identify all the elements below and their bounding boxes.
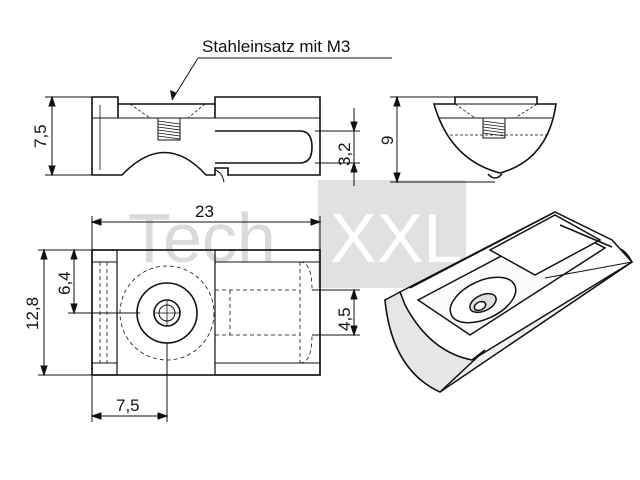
dim-half-width — [68, 248, 140, 315]
watermark-text-tech: Tech — [128, 199, 276, 277]
callout-label: Stahleinsatz mit M3 — [202, 37, 350, 56]
end-view — [432, 96, 557, 179]
top-view — [91, 249, 321, 376]
side-view — [91, 96, 321, 183]
dim-label-slot-height: 3,2 — [335, 142, 354, 166]
dim-label-width: 12,8 — [23, 297, 42, 330]
dim-label-half-width: 6,4 — [55, 271, 74, 295]
dim-label-height-side: 7,5 — [31, 124, 50, 148]
dim-label-slot-width: 4,5 — [335, 307, 354, 331]
dim-label-length: 23 — [195, 202, 214, 221]
watermark-text-xxl: XXL — [330, 199, 462, 277]
dim-slot-height — [315, 108, 360, 186]
dim-height-end — [390, 95, 495, 184]
dim-length — [90, 216, 322, 250]
watermark: Tech XXL — [128, 180, 466, 288]
isometric-view — [384, 211, 634, 393]
dim-label-hole-offset: 7,5 — [116, 396, 140, 415]
dim-hole-offset — [90, 343, 169, 422]
dim-height-side — [45, 95, 92, 177]
dim-slot-width — [312, 288, 360, 337]
dim-label-height-end: 9 — [378, 136, 397, 145]
steel-insert-callout: Stahleinsatz mit M3 — [170, 37, 392, 101]
